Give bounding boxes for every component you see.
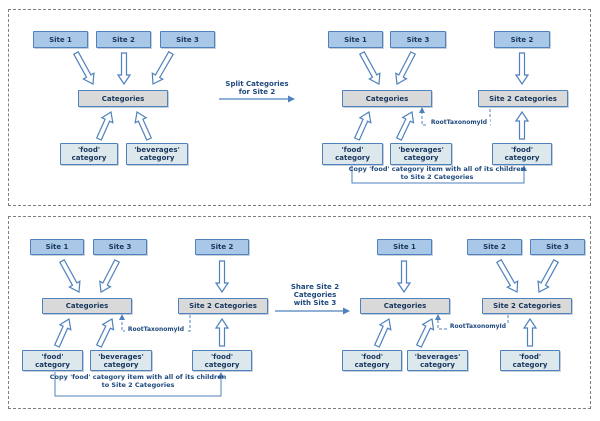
p1-copy-note: Copy 'food' category item with all of it… xyxy=(337,165,537,181)
p2-before-site3-box: Site 3 xyxy=(93,239,147,255)
p2-copy-note: Copy 'food' category item with all of it… xyxy=(38,373,238,389)
box-label: category xyxy=(512,360,548,369)
box-label: category xyxy=(139,154,175,162)
p1-after-site1-box: Site 1 xyxy=(328,31,383,48)
p2-before-site1-box: Site 1 xyxy=(30,239,84,255)
box-label: 'food' xyxy=(211,352,233,361)
label-line: to Site 2 Categories xyxy=(400,172,474,181)
p1-before-categories-box: Categories xyxy=(78,90,168,107)
label-line: with Site 3 xyxy=(293,299,337,307)
p2-after-site3-box: Site 3 xyxy=(530,239,585,255)
box-label: 'food' xyxy=(41,352,64,361)
box-label: 'beverages' xyxy=(414,352,461,361)
panel-share-categories xyxy=(8,216,591,409)
p2-before-site2-categories-box: Site 2 Categories xyxy=(178,298,268,314)
p1-root-taxonomy-label: RootTaxonomyId xyxy=(428,119,490,126)
panel-split-categories xyxy=(8,9,591,206)
box-label: category xyxy=(335,154,370,162)
p1-after-food-box: 'food' category xyxy=(322,143,383,165)
p2-before-site2-food-box: 'food' category xyxy=(192,350,252,371)
p1-after-site2-categories-box: Site 2 Categories xyxy=(478,90,568,107)
p2-after-site2-food-box: 'food' category xyxy=(500,350,560,371)
box-label: category xyxy=(71,154,107,162)
p2-after-site2-box: Site 2 xyxy=(467,239,522,255)
box-label: 'food' xyxy=(511,146,533,154)
box-label: category xyxy=(103,360,139,369)
box-label: category xyxy=(204,360,240,369)
p1-after-categories-box: Categories xyxy=(342,90,432,107)
box-label: 'food' xyxy=(341,146,364,154)
label-line: Split Categories xyxy=(225,80,289,88)
label-line: Share Site 2 xyxy=(290,283,340,291)
p2-after-site1-box: Site 1 xyxy=(377,239,432,255)
box-label: category xyxy=(420,360,455,369)
box-label: 'beverages' xyxy=(398,146,444,154)
p2-after-food-box: 'food' category xyxy=(342,350,402,371)
p2-before-food-box: 'food' category xyxy=(22,350,83,371)
box-label: category xyxy=(35,360,70,369)
p1-before-site2-box: Site 2 xyxy=(96,31,151,48)
p2-before-categories-box: Categories xyxy=(42,298,132,314)
box-label: 'beverages' xyxy=(134,146,180,154)
p1-after-site2-food-box: 'food' category xyxy=(492,143,552,165)
box-label: 'food' xyxy=(519,352,541,361)
box-label: category xyxy=(504,154,540,162)
p1-before-site3-box: Site 3 xyxy=(160,31,215,48)
p1-before-site1-box: Site 1 xyxy=(33,31,88,48)
p2-before-root-taxonomy-label: RootTaxonomyId xyxy=(125,326,187,333)
p1-before-food-box: 'food' category xyxy=(60,143,118,165)
p2-after-beverages-box: 'beverages' category xyxy=(407,350,468,371)
p1-after-site3-box: Site 3 xyxy=(390,31,446,48)
box-label: 'beverages' xyxy=(98,352,144,361)
p2-before-site2-box: Site 2 xyxy=(195,239,249,255)
p1-after-beverages-box: 'beverages' category xyxy=(390,143,452,165)
label-line: Categories xyxy=(293,291,337,299)
p2-before-beverages-box: 'beverages' category xyxy=(90,350,152,371)
box-label: 'food' xyxy=(361,352,383,361)
box-label: 'food' xyxy=(78,146,100,154)
box-label: category xyxy=(403,154,439,162)
p1-before-beverages-box: 'beverages' category xyxy=(126,143,188,165)
p2-after-categories-box: Categories xyxy=(360,298,450,314)
share-transition-label: Share Site 2 Categories with Site 3 xyxy=(276,283,354,307)
split-transition-label: Split Categories for Site 2 xyxy=(212,80,302,96)
label-line: Copy 'food' category item with all of it… xyxy=(49,373,227,381)
label-line: Copy 'food' category item with all of it… xyxy=(348,165,526,173)
p2-after-site2-categories-box: Site 2 Categories xyxy=(482,298,572,314)
label-line: to Site 2 Categories xyxy=(101,380,175,389)
label-line: for Site 2 xyxy=(238,88,276,96)
p1-after-site2-box: Site 2 xyxy=(494,31,550,48)
box-label: category xyxy=(354,360,390,369)
p2-after-root-taxonomy-label: RootTaxonomyId xyxy=(447,323,509,330)
